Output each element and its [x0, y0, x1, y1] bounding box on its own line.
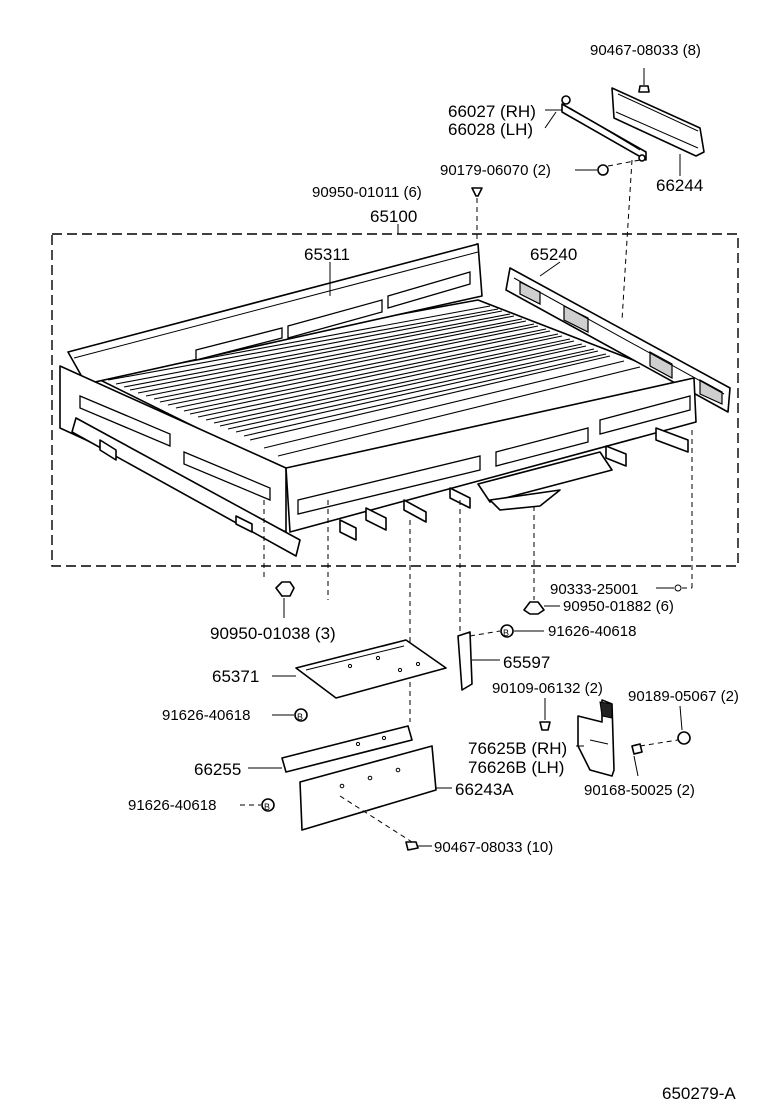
label-90950-01011: 90950-01011 (6): [312, 184, 422, 201]
label-65100: 65100: [370, 207, 417, 226]
deck-floor-65240: [83, 299, 691, 475]
label-91626-40618-mid: 91626-40618: [162, 707, 250, 724]
nut-90189-05067: [639, 705, 691, 747]
bolt-letter: B: [264, 802, 270, 812]
bracket-66027-66028: [544, 95, 647, 162]
clip-90950-01011: [471, 187, 483, 250]
label-90467-08033-8: 90467-08033 (8): [590, 42, 701, 59]
label-65371: 65371: [212, 667, 259, 686]
front-header-65240: [505, 261, 731, 413]
nut-90179-06070: [575, 159, 641, 176]
label-66255: 66255: [194, 760, 241, 779]
label-90179-06070: 90179-06070 (2): [440, 162, 551, 179]
bolt-letter: B: [297, 712, 303, 722]
bolt-91626-40618-right: B: [469, 624, 544, 638]
label-65311: 65311: [304, 245, 350, 264]
reflector-plate-66243a: [299, 745, 452, 843]
label-90950-01882: 90950-01882 (6): [563, 598, 674, 615]
label-90950-01038: 90950-01038 (3): [210, 624, 336, 643]
under-crossmembers: [71, 417, 689, 557]
bolt-90168-50025: [631, 743, 643, 777]
label-90333-25001: 90333-25001: [550, 581, 638, 598]
mudguard-76625b-76626b: [576, 699, 615, 777]
label-65240: 65240: [530, 245, 577, 264]
label-90189-05067: 90189-05067 (2): [628, 688, 739, 705]
bolt-90467-08033-top: [638, 68, 650, 93]
label-90467-08033-10: 90467-08033 (10): [434, 839, 553, 856]
floor-ribs: [99, 305, 641, 457]
clip-90333-25001: [656, 584, 692, 592]
label-76625b-rh: 76625B (RH): [468, 739, 567, 758]
label-66028-lh: 66028 (LH): [448, 120, 533, 139]
reflector-plate-66244: [611, 87, 705, 176]
assembly-frame-65100: [51, 233, 739, 567]
label-91626-40618-low: 91626-40618: [128, 797, 216, 814]
bracket-66255: [248, 725, 413, 773]
label-66027-rh: 66027 (RH): [448, 102, 536, 121]
bolt-letter: B: [503, 628, 509, 638]
near-side-panel: [59, 365, 697, 533]
bolt-91626-40618-mid: B: [272, 708, 308, 722]
bracket-65597: [457, 631, 500, 691]
plate-65371: [272, 639, 447, 699]
bolt-91626-40618-low: B: [240, 798, 275, 812]
label-66243a: 66243A: [455, 780, 514, 799]
label-76626b-lh: 76626B (LH): [468, 758, 564, 777]
label-65597: 65597: [503, 653, 550, 672]
nut-90950-01882: [523, 601, 560, 615]
label-90109-06132: 90109-06132 (2): [492, 680, 603, 697]
label-66244: 66244: [656, 176, 703, 195]
bolt-90467-08033-low: [405, 841, 432, 851]
diagram-code: 650279-A: [662, 1084, 736, 1103]
side-rail-65311: [67, 243, 483, 385]
label-90168-50025: 90168-50025 (2): [584, 782, 695, 799]
nut-90950-01038: [275, 581, 295, 618]
label-91626-40618-right: 91626-40618: [548, 623, 636, 640]
bolt-90109-06132: [539, 698, 551, 731]
